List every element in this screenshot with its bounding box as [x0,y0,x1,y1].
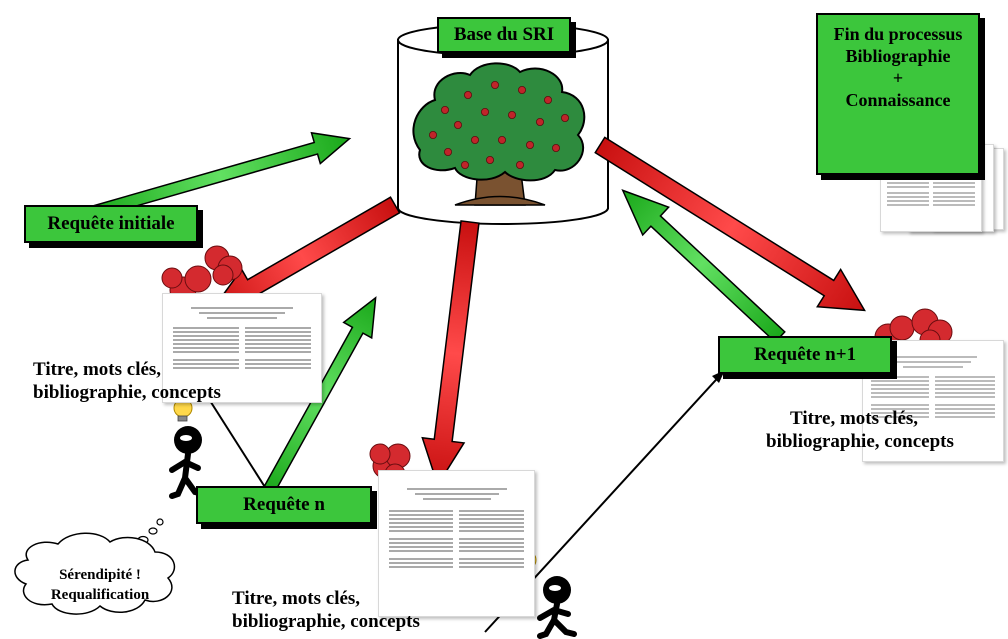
document-icon [862,340,1004,462]
stick-figure-icon [537,576,577,639]
descriptor-bottom-line1: Titre, mots clés, [232,588,361,609]
end-process-box: Fin du processus Bibliographie + Connais… [816,13,980,175]
thought-bubble-line2: Requalification [50,587,150,603]
arrow-query-n-plus-1 [621,189,786,344]
descriptor-right-line2: bibliographie, concepts [766,431,954,452]
thought-bubble [14,518,176,615]
arrow-results-bottom [421,220,480,487]
end-process-line1: Fin du processus [833,24,963,44]
thought-bubble-text: Sérendipité ! Requalification [40,565,160,605]
document-lines [871,356,995,418]
database-label-text: Base du SRI [453,24,555,45]
descriptor-left-line2: bibliographie, concepts [33,382,221,403]
descriptor-bottom: Titre, mots clés, bibliographie, concept… [232,587,420,633]
query-initial-text: Requête initiale [47,213,175,234]
descriptor-left: Titre, mots clés, bibliographie, concept… [33,358,221,404]
arrow-results-right [594,136,866,312]
document-icon [378,470,535,617]
query-initial-box: Requête initiale [24,205,198,243]
link-line-left [199,384,271,496]
lightbulb-icon [173,398,193,422]
descriptor-right-line1: Titre, mots clés, [790,408,919,429]
query-n-plus-1-text: Requête n+1 [753,344,857,365]
end-process-line3: + [892,68,904,88]
stick-figure-icon [169,426,206,499]
descriptor-bottom-line2: bibliographie, concepts [232,611,420,632]
query-n-plus-1-box: Requête n+1 [718,336,892,374]
database-label: Base du SRI [437,17,571,53]
document-lines [173,307,311,369]
query-n-text: Requête n [243,494,325,515]
tree-icon [412,62,586,206]
document-icon [162,293,322,403]
thought-bubble-line1: Sérendipité ! [59,567,141,583]
descriptor-right: Titre, mots clés, bibliographie, concept… [766,407,954,453]
end-process-line4: Connaissance [845,90,951,110]
raspberry-icon [161,245,243,304]
query-n-box: Requête n [196,486,372,524]
document-lines [389,488,524,568]
descriptor-left-line1: Titre, mots clés, [33,359,162,380]
end-process-line2: Bibliographie [845,46,951,66]
